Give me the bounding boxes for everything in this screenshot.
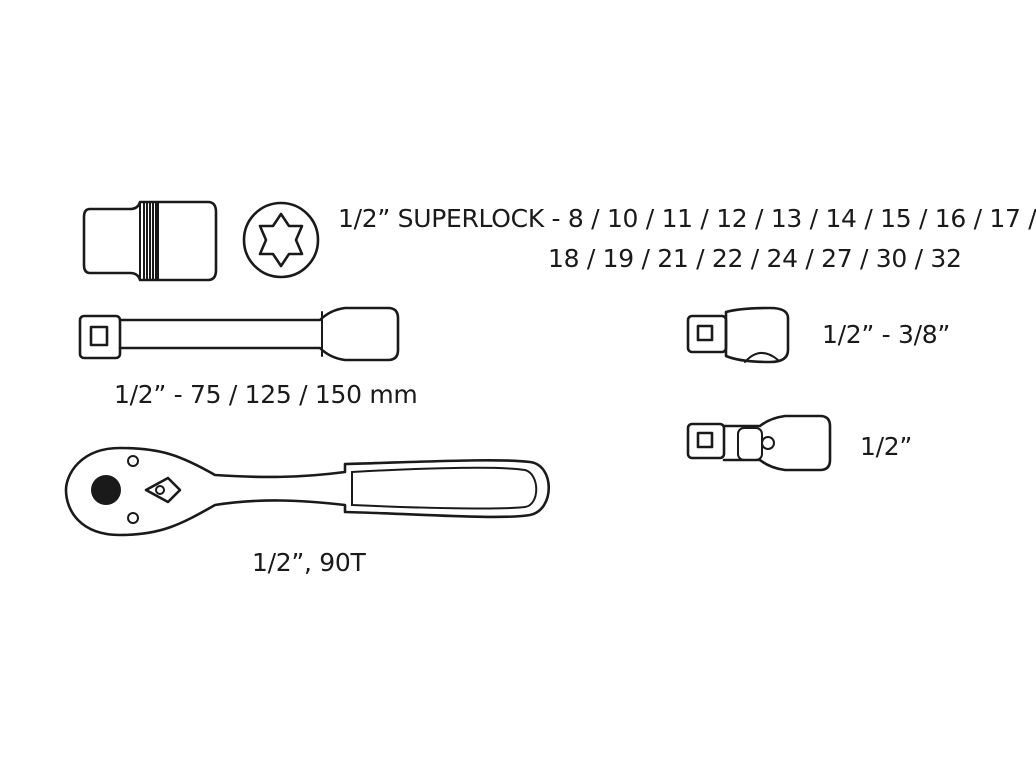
adapter-icon — [686, 306, 790, 364]
socket-label-line2: 18 / 19 / 21 / 22 / 24 / 27 / 30 / 32 — [548, 244, 962, 273]
extension-bar-icon — [78, 306, 400, 362]
adapter-label: 1/2” - 3/8” — [822, 320, 950, 349]
ratchet-icon — [64, 446, 551, 537]
ratchet-label: 1/2”, 90T — [252, 548, 366, 577]
socket-end-icon — [242, 201, 320, 279]
universal-joint-icon — [686, 414, 832, 472]
universal-joint-label: 1/2” — [860, 432, 912, 461]
extension-label: 1/2” - 75 / 125 / 150 mm — [114, 380, 418, 409]
socket-side-icon — [82, 200, 218, 282]
socket-label-line1: 1/2” SUPERLOCK - 8 / 10 / 11 / 12 / 13 /… — [338, 204, 1036, 233]
